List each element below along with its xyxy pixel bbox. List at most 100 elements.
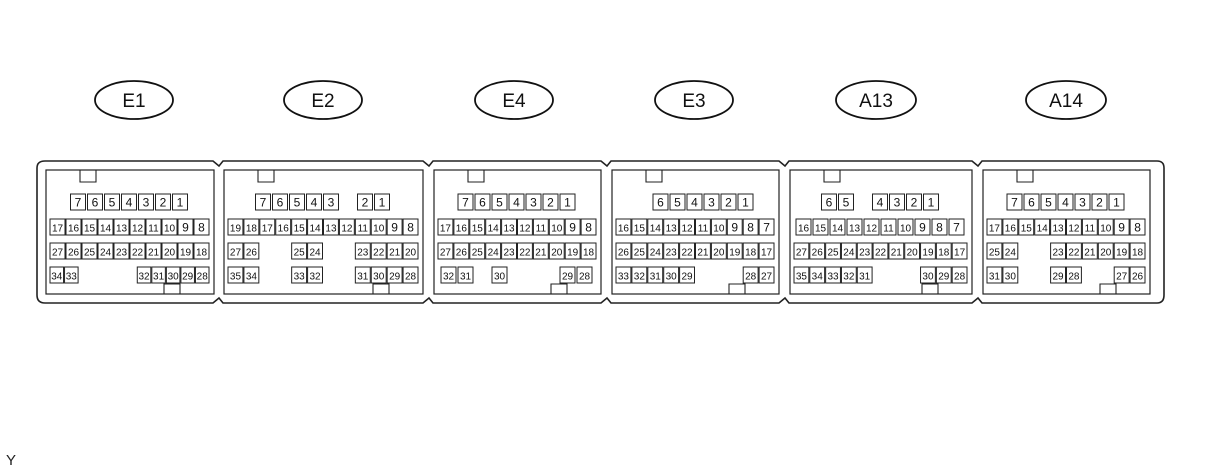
- pin-number: 15: [1021, 224, 1033, 235]
- pin-number: 16: [798, 224, 810, 235]
- pin-number: 21: [697, 248, 709, 259]
- pin-24: 24: [307, 242, 324, 260]
- connector-label-text: A14: [1049, 91, 1083, 112]
- pin-34: 34: [809, 266, 826, 284]
- pin-cell: [161, 218, 178, 236]
- pin-cell: [906, 193, 922, 211]
- pin-number: 17: [52, 224, 64, 235]
- key-notch: [79, 170, 97, 183]
- pin-9: 9: [1113, 218, 1130, 236]
- pin-cell: [243, 242, 260, 260]
- pin-number: 25: [84, 248, 96, 259]
- pin-13: 13: [501, 218, 518, 236]
- pin-number: 23: [666, 248, 678, 259]
- pin-number: 27: [440, 248, 452, 259]
- pin-cell: [113, 242, 130, 260]
- pin-number: 30: [168, 272, 180, 283]
- pin-28: 28: [742, 266, 759, 284]
- pin-cell: [457, 266, 474, 284]
- pin-number: 29: [681, 272, 693, 283]
- pin-cell: [559, 266, 576, 284]
- pin-14: 14: [97, 218, 114, 236]
- pin-number: 19: [180, 248, 192, 259]
- pin-cell: [306, 193, 322, 211]
- pin-10: 10: [710, 218, 727, 236]
- pin-cell: [679, 242, 695, 260]
- label-oval: [654, 80, 734, 120]
- pin-13: 13: [323, 218, 339, 236]
- pin-7: 7: [255, 193, 271, 211]
- pin-number: 23: [859, 248, 871, 259]
- pin-number: 22: [1068, 248, 1080, 259]
- pin-cell: [663, 218, 680, 236]
- pin-cell: [177, 218, 194, 236]
- key-notch: [1016, 170, 1034, 183]
- pin-cell: [437, 242, 454, 260]
- pin-24: 24: [485, 242, 502, 260]
- pin-cell: [615, 218, 632, 236]
- pin-number: 17: [989, 224, 1001, 235]
- pin-cell: [1050, 218, 1066, 236]
- pin-cell: [193, 218, 210, 236]
- connector-label-a14: A14: [1025, 80, 1107, 120]
- pin-19: 19: [564, 242, 581, 260]
- pin-31: 31: [986, 266, 1003, 284]
- pin-number: 33: [618, 272, 630, 283]
- pin-number: 15: [84, 224, 96, 235]
- pin-cell: [758, 218, 775, 236]
- pin-cell: [374, 193, 390, 211]
- pin-number: 6: [1028, 196, 1035, 210]
- pin-17: 17: [951, 242, 968, 260]
- pin-32: 32: [440, 266, 457, 284]
- pin-1: 1: [559, 193, 576, 211]
- pin-cell: [145, 242, 162, 260]
- pin-number: 19: [729, 248, 741, 259]
- pin-cell: [437, 218, 454, 236]
- pin-number: 30: [1005, 272, 1017, 283]
- pin-14: 14: [1034, 218, 1051, 236]
- pin-number: 24: [100, 248, 112, 259]
- pin-cell: [370, 266, 387, 284]
- pin-number: 34: [812, 272, 824, 283]
- connector-label-a13: A13: [835, 80, 917, 120]
- pin-12: 12: [517, 218, 533, 236]
- pin-number: 4: [877, 196, 884, 210]
- pin-cell: [532, 218, 549, 236]
- pin-number: 19: [567, 248, 579, 259]
- pin-3: 3: [1074, 193, 1091, 211]
- pin-number: 10: [164, 224, 176, 235]
- label-oval: [1025, 80, 1107, 120]
- pin-number: 13: [116, 224, 128, 235]
- pin-cell: [485, 242, 502, 260]
- pin-number: 1: [1113, 196, 1120, 210]
- pin-cell: [742, 242, 759, 260]
- pin-number: 24: [650, 248, 662, 259]
- pin-number: 4: [691, 196, 698, 210]
- pin-number: 14: [832, 224, 844, 235]
- pin-20: 20: [402, 242, 419, 260]
- pin-cell: [386, 242, 403, 260]
- pin-18: 18: [1129, 242, 1146, 260]
- pin-cell: [703, 193, 720, 211]
- pin-number: 31: [989, 272, 1001, 283]
- pin-number: 22: [132, 248, 144, 259]
- pin-cell: [1050, 242, 1066, 260]
- pin-27: 27: [1113, 266, 1130, 284]
- pin-cell: [1002, 218, 1019, 236]
- pin-number: 11: [883, 224, 894, 235]
- key-notch: [728, 283, 746, 294]
- pin-cell: [70, 193, 86, 211]
- pin-number: 15: [294, 224, 306, 235]
- pin-cell: [1066, 218, 1082, 236]
- pin-cell: [856, 242, 873, 260]
- pin-22: 22: [370, 242, 387, 260]
- pin-number: 31: [357, 272, 369, 283]
- pin-number: 31: [153, 272, 165, 283]
- pin-number: 12: [1068, 224, 1080, 235]
- pin-27: 27: [49, 242, 66, 260]
- pin-cell: [580, 218, 597, 236]
- pin-number: 21: [891, 248, 903, 259]
- pin-number: 5: [496, 196, 503, 210]
- label-oval: [474, 80, 554, 120]
